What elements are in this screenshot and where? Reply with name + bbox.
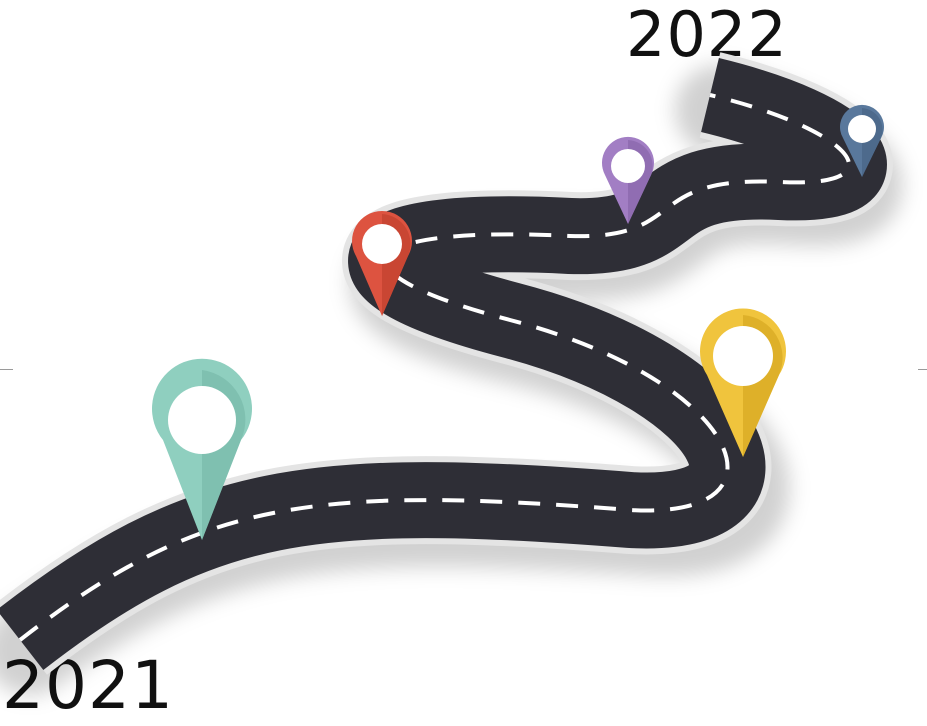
blue-pin-icon	[840, 104, 884, 177]
year-end-label: 2022	[626, 0, 788, 71]
purple-pin-icon	[602, 136, 655, 224]
yellow-pin-icon	[700, 308, 786, 457]
red-pin-icon	[352, 211, 412, 316]
road-lane-markings	[18, 93, 851, 642]
left-edge-tick	[0, 369, 13, 370]
teal-pin-icon	[152, 358, 252, 540]
right-edge-tick	[918, 369, 927, 370]
